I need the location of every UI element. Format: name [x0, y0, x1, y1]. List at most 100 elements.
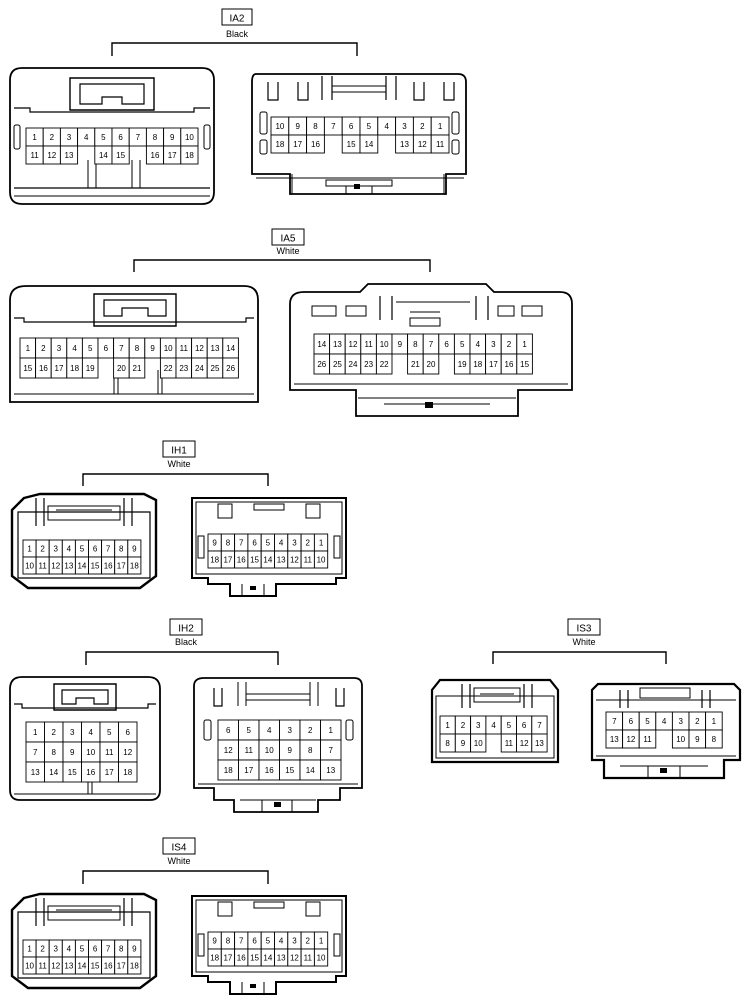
pin-cell — [531, 733, 548, 753]
pin-number: 9 — [132, 545, 137, 554]
pin-cell — [306, 134, 325, 154]
pin-number: 13 — [277, 954, 286, 963]
connector-housing-right — [590, 682, 742, 780]
pin-number: 13 — [31, 768, 40, 777]
pin-cell — [81, 357, 99, 379]
pin-number: 15 — [250, 954, 259, 963]
pin-cell — [313, 948, 329, 967]
connector-color: Black — [175, 637, 198, 647]
pin-number: 16 — [311, 140, 320, 149]
pin-number: 22 — [164, 364, 173, 373]
pin-number: 4 — [67, 945, 72, 954]
connector-label-box: IA2 — [221, 8, 253, 26]
pin-number: 8 — [135, 344, 140, 353]
pin-number: 8 — [119, 545, 124, 554]
pin-number: 8 — [712, 735, 717, 744]
pin-number: 11 — [505, 739, 514, 748]
pin-number: 7 — [106, 545, 111, 554]
pin-number: 8 — [308, 746, 313, 755]
pin-number: 20 — [427, 360, 436, 369]
pin-cell — [470, 733, 487, 753]
pin-number: 12 — [51, 562, 60, 571]
pin-cell — [127, 956, 142, 975]
pin-number: 7 — [537, 721, 542, 730]
pin-number: 4 — [279, 937, 284, 946]
pin-number: 11 — [304, 556, 313, 565]
pin-number: 19 — [86, 364, 95, 373]
pin-number: 7 — [119, 344, 124, 353]
pin-number: 5 — [88, 344, 93, 353]
pin-number: 12 — [290, 954, 299, 963]
pin-number: 1 — [27, 545, 32, 554]
connector-label-box: IS3 — [567, 618, 601, 636]
pin-cell — [705, 729, 723, 749]
pin-number: 10 — [25, 962, 34, 971]
pin-number: 4 — [662, 717, 667, 726]
pin-number: 6 — [226, 726, 231, 735]
pin-number: 9 — [461, 739, 466, 748]
pin-number: 10 — [164, 344, 173, 353]
pin-number: 10 — [275, 122, 284, 131]
pin-number: 3 — [476, 721, 481, 730]
pin-cell — [320, 759, 342, 781]
pin-number: 2 — [308, 726, 313, 735]
pin-number: 13 — [326, 766, 335, 775]
pin-cell — [516, 353, 533, 375]
pin-number: 7 — [329, 746, 334, 755]
connector-bracket — [85, 651, 279, 665]
pin-number: 24 — [349, 360, 358, 369]
connector-bracket — [133, 259, 431, 272]
pin-number: 14 — [306, 766, 315, 775]
pin-number: 12 — [290, 556, 299, 565]
pin-number: 2 — [40, 945, 45, 954]
pin-number: 10 — [265, 746, 274, 755]
pin-number: 9 — [695, 735, 700, 744]
pin-number: 6 — [349, 122, 354, 131]
pin-number: 2 — [461, 721, 466, 730]
pin-number: 7 — [239, 937, 244, 946]
pin-cell — [127, 556, 142, 575]
pin-number: 6 — [93, 545, 98, 554]
connector-id: IS4 — [171, 843, 186, 854]
pin-number: 25 — [211, 364, 220, 373]
pin-number: 11 — [643, 735, 652, 744]
pin-number: 10 — [317, 556, 326, 565]
pin-number: 1 — [522, 340, 527, 349]
pin-number: 3 — [292, 937, 297, 946]
pin-number: 23 — [179, 364, 188, 373]
pin-number: 9 — [288, 746, 293, 755]
pin-number: 9 — [398, 340, 403, 349]
pin-number: 12 — [626, 735, 635, 744]
pin-number: 15 — [285, 766, 294, 775]
pin-number: 2 — [52, 728, 57, 737]
connector-bracket — [111, 42, 358, 56]
pin-number: 8 — [413, 340, 418, 349]
pin-number: 16 — [237, 954, 246, 963]
pin-number: 20 — [117, 364, 126, 373]
pin-number: 3 — [402, 122, 407, 131]
pin-number: 16 — [104, 562, 113, 571]
pin-number: 11 — [436, 140, 445, 149]
pin-number: 6 — [126, 728, 131, 737]
pin-number: 3 — [70, 728, 75, 737]
pin-number: 24 — [195, 364, 204, 373]
pin-number: 13 — [64, 962, 73, 971]
connector-id: IA5 — [280, 234, 295, 245]
pin-number: 4 — [476, 340, 481, 349]
pin-number: 15 — [91, 562, 100, 571]
pin-number: 18 — [70, 364, 79, 373]
pin-number: 7 — [429, 340, 434, 349]
pin-number: 9 — [170, 133, 175, 142]
pin-number: 18 — [123, 768, 132, 777]
pin-cell — [359, 134, 379, 154]
pin-number: 10 — [185, 133, 194, 142]
pin-number: 14 — [77, 562, 86, 571]
pin-number: 13 — [64, 562, 73, 571]
pin-number: 15 — [250, 556, 259, 565]
